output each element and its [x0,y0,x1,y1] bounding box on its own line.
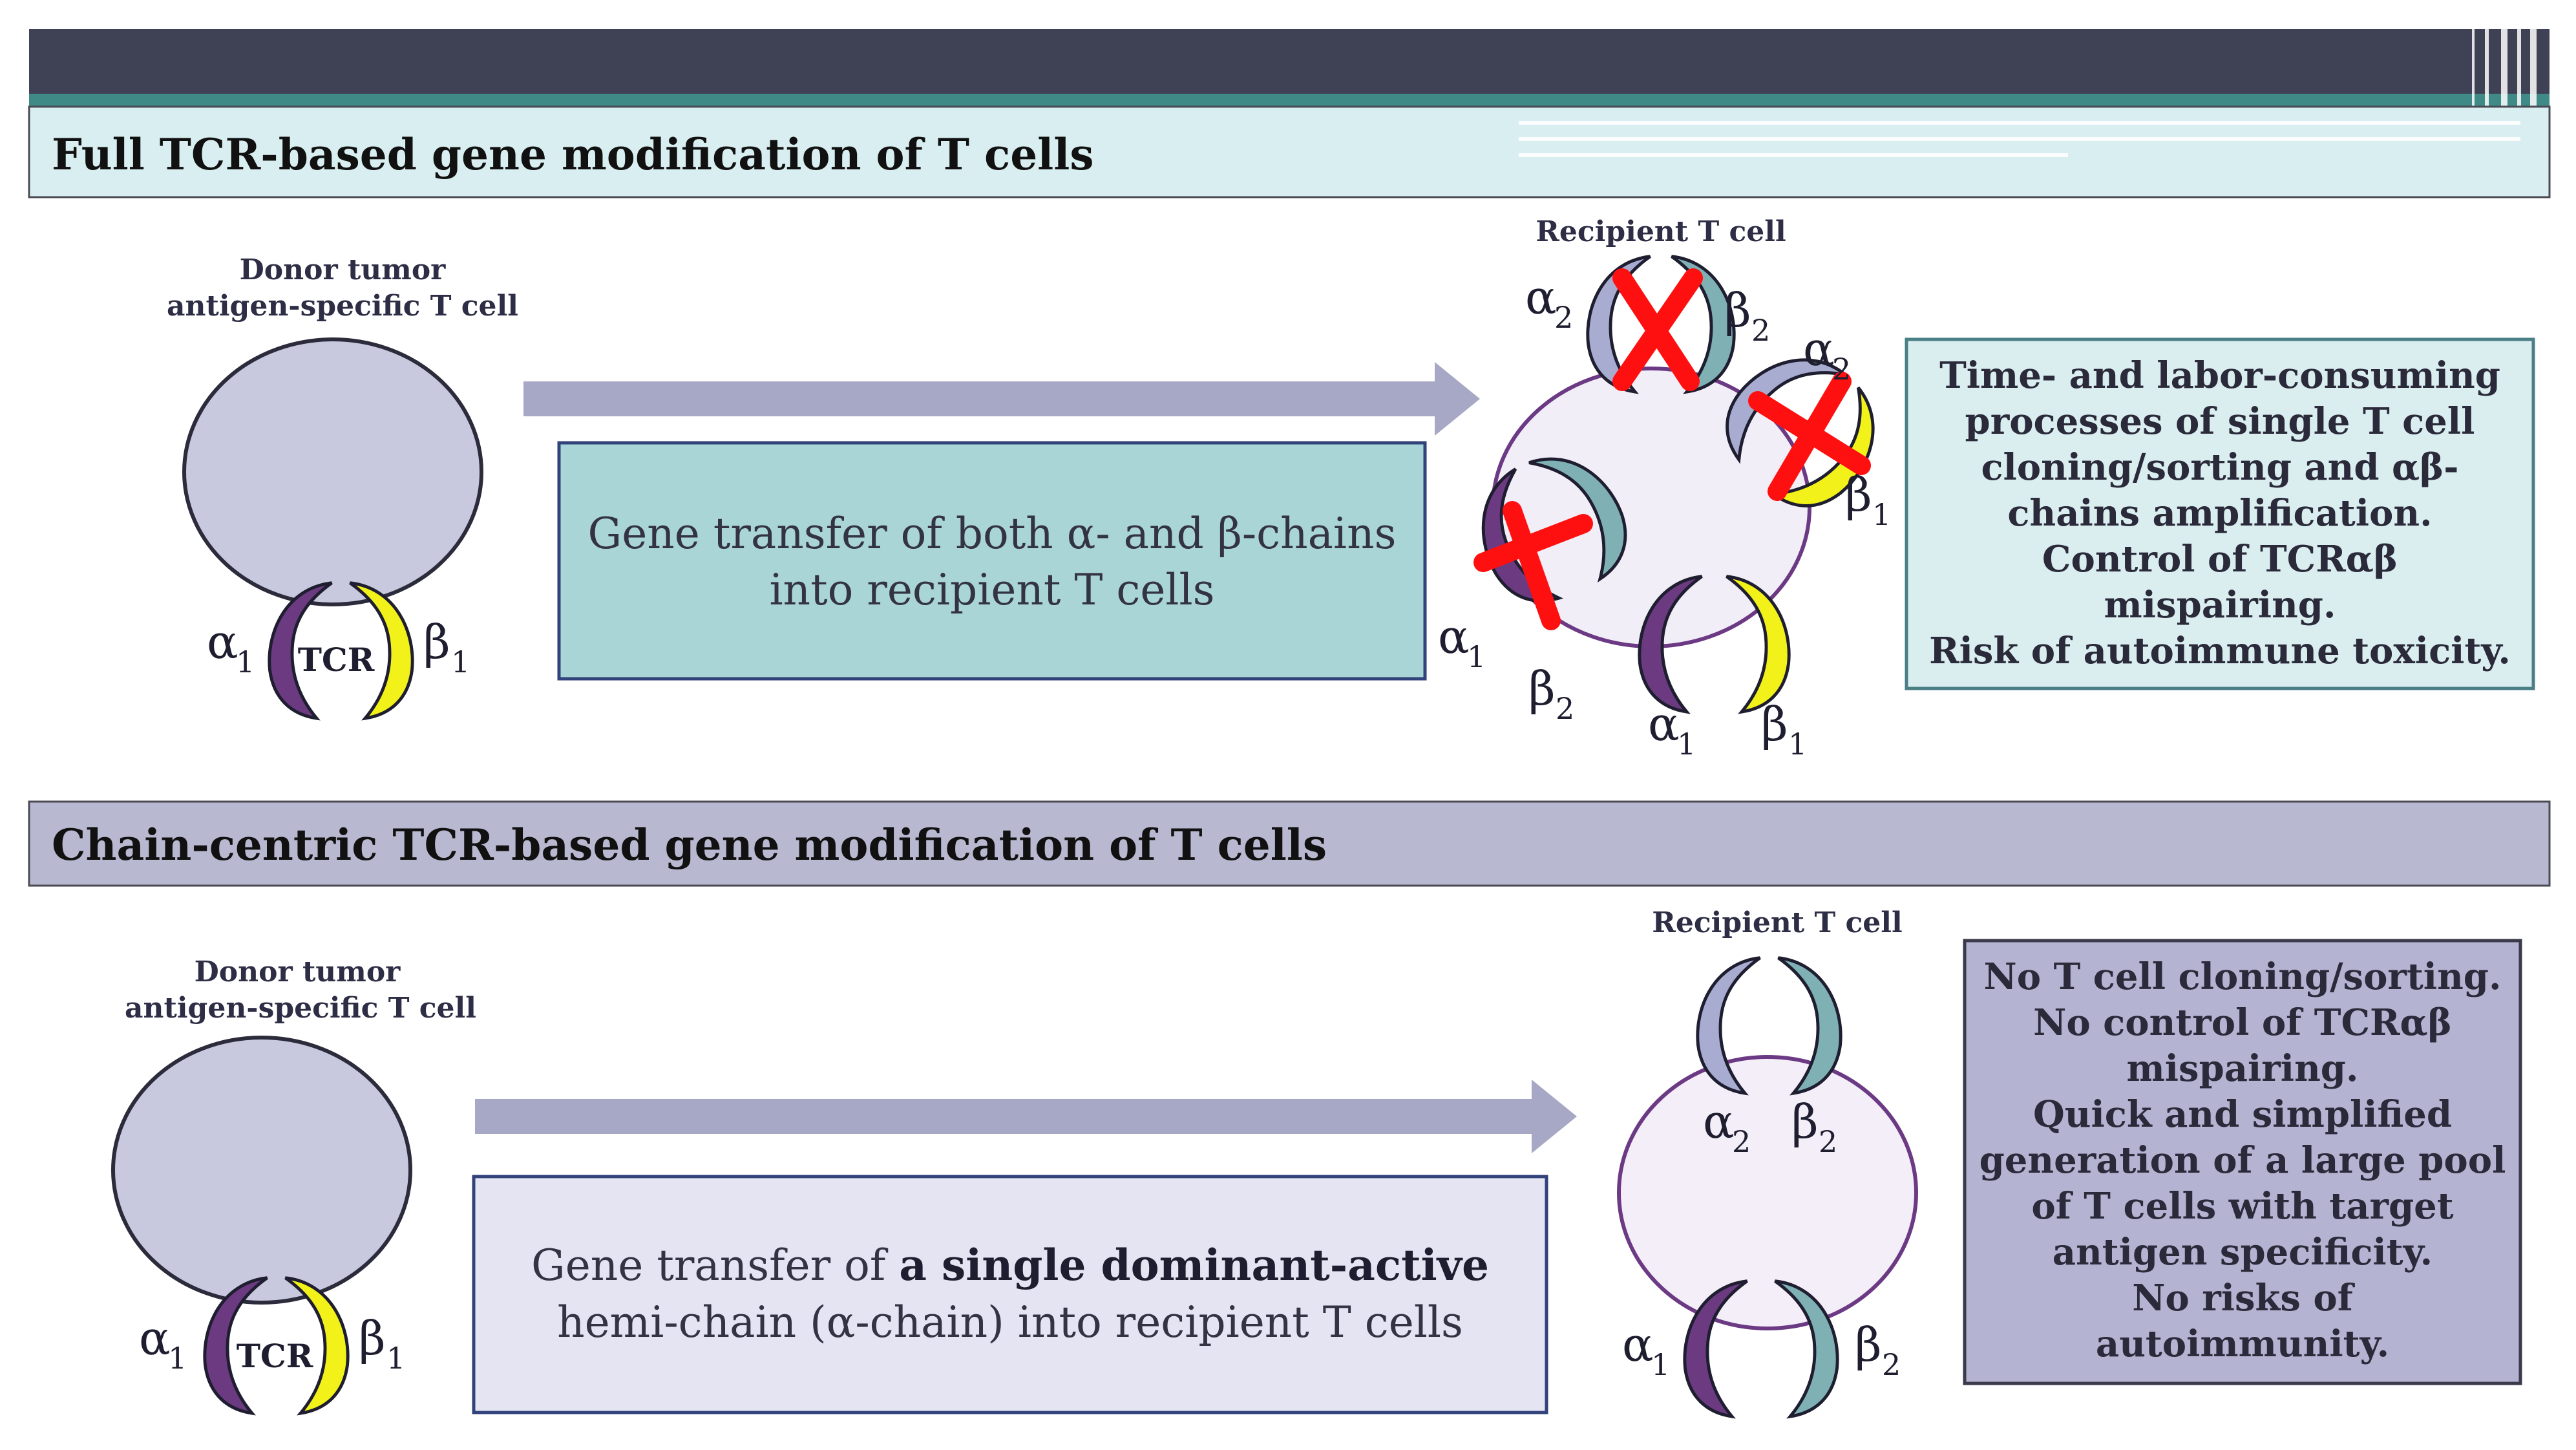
top-cross-1 [1612,268,1703,391]
svg-text:2: 2 [1882,1347,1901,1382]
top-donor-tcr-label: TCR [298,641,375,679]
bottom-title-band: Chain-centric TCR-based gene modificatio… [28,800,2551,887]
bottom-note-line-3: mispairing. [2127,1047,2359,1090]
svg-text:1: 1 [1467,639,1486,674]
top-donor-cell: Donor tumor antigen-specific T cell TCR … [167,253,518,718]
bottom-transfer-text-1: Gene transfer of a single dominant-activ… [531,1240,1489,1290]
svg-text:1: 1 [1651,1347,1670,1382]
svg-text:β: β [1528,661,1556,716]
bottom-donor-alpha-label: α [139,1311,171,1365]
top-note-line-4: chains amplification. [2007,492,2432,535]
bottom-note-line-2: No control of TCRαβ [2033,1001,2452,1044]
bottom-recipient-label: Recipient T cell [1652,906,1902,939]
top-donor-label-1: Donor tumor [240,253,447,286]
top-note-line-1: Time- and labor-consuming [1939,354,2500,397]
top-cross-3 [1473,501,1593,630]
bottom-note-line-1: No T cell cloning/sorting. [1984,955,2502,998]
slide-header [29,29,2550,107]
bottom-note-line-9: autoimmunity. [2096,1323,2389,1365]
top-donor-alpha-label: α [207,615,238,669]
bottom-transfer-text-2: hemi-chain (α-chain) into recipient T ce… [557,1297,1463,1347]
svg-text:1: 1 [386,1341,405,1376]
top-transfer-text-1: Gene transfer of both α- and β-chains [588,509,1397,559]
top-note-line-5: Control of TCRαβ [2042,538,2398,581]
svg-text:β: β [1791,1094,1819,1149]
svg-text:2: 2 [1556,691,1574,726]
svg-text:2: 2 [1832,352,1851,387]
svg-text:α: α [1803,322,1835,376]
top-donor-beta-label: β [423,615,450,669]
svg-text:α: α [1703,1094,1735,1149]
bottom-note-line-4: Quick and simplified [2033,1093,2452,1136]
top-note-line-3: cloning/sorting and αβ- [1981,446,2458,489]
top-transfer-arrow [523,362,1480,436]
svg-text:2: 2 [1819,1124,1837,1159]
bottom-donor-cell: Donor tumor antigen-specific T cell TCR … [111,955,476,1413]
top-title-band: Full TCR-based gene modification of T ce… [28,105,2551,198]
bottom-title: Chain-centric TCR-based gene modificatio… [52,820,1327,870]
bottom-transfer-arrow [475,1080,1577,1153]
svg-text:2: 2 [1751,313,1770,348]
svg-text:1: 1 [168,1341,187,1376]
svg-text:1: 1 [236,645,255,679]
svg-text:1: 1 [1677,727,1696,762]
top-transfer-text-2: into recipient T cells [769,565,1214,615]
top-donor-label-2: antigen-specific T cell [167,290,518,323]
svg-text:α: α [1525,270,1557,325]
top-note-line-2: processes of single T cell [1965,400,2475,443]
bottom-donor-label-2: antigen-specific T cell [125,992,476,1025]
bottom-note-line-5: generation of a large pool [1980,1139,2506,1182]
svg-text:β: β [1724,283,1751,337]
svg-text:1: 1 [1872,497,1891,532]
bottom-donor-beta-label: β [359,1311,386,1365]
svg-text:β: β [1855,1317,1882,1372]
bottom-recipient-cell: Recipient T cell α 2 β 2 α 1 β 2 [1617,906,1918,1416]
top-note-line-6: mispairing. [2104,584,2336,626]
svg-text:α: α [1438,610,1470,664]
bottom-note-line-6: of T cells with target [2031,1185,2453,1228]
bottom-donor-tcr-label: TCR [237,1337,313,1375]
top-transfer-box: Gene transfer of both α- and β-chains in… [557,441,1427,681]
top-recipient-cell: Recipient T cell α 2 β 2 α 2 β 1 [1438,215,1903,762]
svg-text:2: 2 [1732,1124,1751,1159]
svg-text:β: β [1845,467,1872,522]
bottom-note-line-7: antigen specificity. [2053,1231,2433,1274]
bottom-note-line-8: No risks of [2132,1277,2356,1319]
svg-text:α: α [1622,1317,1654,1372]
top-note-line-7: Risk of autoimmune toxicity. [1929,630,2511,672]
bottom-notes-box: No T cell cloning/sorting.No control of … [1963,939,2522,1385]
svg-text:1: 1 [451,645,470,679]
top-cross-2 [1748,372,1871,501]
top-title: Full TCR-based gene modification of T ce… [52,129,1094,180]
svg-text:β: β [1761,697,1788,751]
bottom-transfer-box: Gene transfer of a single dominant-activ… [472,1175,1548,1414]
svg-text:2: 2 [1554,300,1573,335]
svg-text:1: 1 [1788,727,1807,762]
svg-text:α: α [1648,697,1680,751]
top-recipient-label: Recipient T cell [1536,215,1786,248]
bottom-donor-label-1: Donor tumor [195,955,401,988]
